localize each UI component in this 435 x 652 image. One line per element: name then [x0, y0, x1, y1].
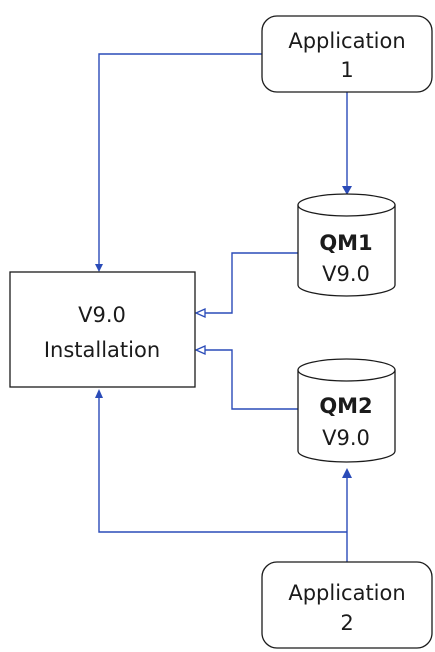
arrow-head-qm2 — [342, 468, 352, 478]
arrow-head-installation-from-qm1 — [194, 307, 206, 319]
qm1-cylinder-top — [297, 193, 396, 217]
application-2-node: Application 2 — [261, 561, 433, 649]
application-2-label-line2: 2 — [340, 611, 353, 635]
application-2-label-line1: Application — [288, 581, 405, 605]
application-1-label-line2: 1 — [340, 58, 353, 82]
application-2-box — [261, 561, 433, 649]
connector-app1-to-installation — [98, 53, 262, 266]
arrow-head-installation-top — [95, 264, 103, 272]
qm2-version: V9.0 — [322, 426, 370, 450]
qm1-name: QM1 — [319, 231, 372, 255]
application-1-node: Application 1 — [261, 15, 433, 93]
installation-label-line2: Installation — [44, 338, 160, 362]
installation-label-line1: V9.0 — [78, 303, 126, 327]
connector-app2-to-installation — [98, 396, 347, 533]
application-1-box — [261, 15, 433, 93]
connector-qm1-to-installation — [204, 252, 298, 314]
connectors — [95, 53, 352, 562]
qm2-node: QM2 V9.0 — [297, 358, 396, 463]
qm2-cylinder-top — [297, 358, 396, 382]
installation-box — [9, 271, 196, 388]
arrow-head-qm1 — [342, 186, 352, 195]
qm1-cylinder-body — [297, 205, 396, 297]
qm1-version: V9.0 — [322, 262, 370, 286]
qm2-name: QM2 — [319, 394, 372, 418]
installation-node: V9.0 Installation — [9, 271, 196, 388]
connector-qm2-to-installation — [204, 349, 298, 410]
qm2-cylinder-body — [297, 370, 396, 463]
qm1-node: QM1 V9.0 — [297, 193, 396, 297]
arrow-head-installation-from-qm2 — [194, 344, 206, 356]
arrow-head-installation-bottom — [95, 389, 103, 398]
application-1-label-line1: Application — [288, 29, 405, 53]
